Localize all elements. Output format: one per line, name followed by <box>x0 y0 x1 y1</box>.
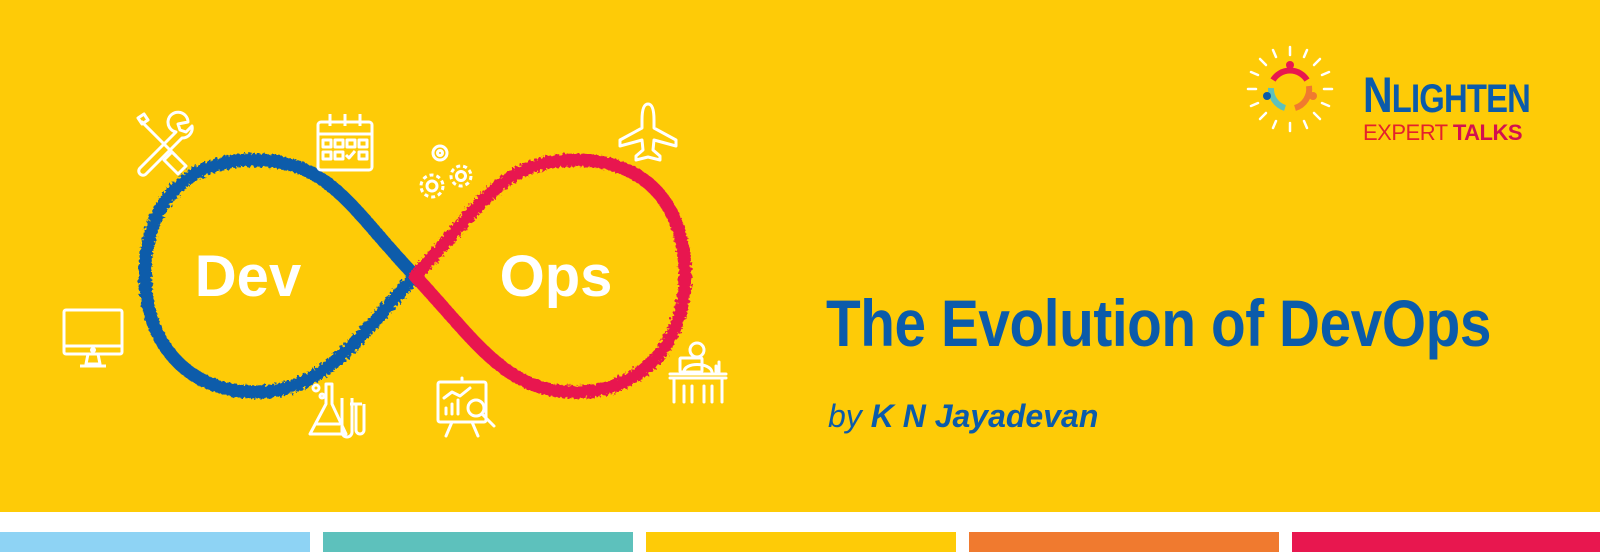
brand-wordmark: NLIGHTEN <box>1363 67 1531 123</box>
gears-icon <box>419 144 473 199</box>
sun-people-icon <box>1246 45 1334 133</box>
calendar-icon <box>316 114 374 172</box>
tools-icon <box>136 110 194 177</box>
devops-infinity-illustration: Dev Ops <box>62 102 728 439</box>
brand-tagline: EXPERT TALKS <box>1363 120 1523 145</box>
analytics-presentation-icon <box>436 376 496 438</box>
ops-label: Ops <box>500 244 613 309</box>
infinity-loop <box>138 153 692 399</box>
stripe-orange <box>969 532 1279 552</box>
lab-flask-icon <box>308 382 366 439</box>
stripe-yellow <box>646 532 956 552</box>
stripe-teal <box>323 532 633 552</box>
monitor-icon <box>62 308 124 368</box>
banner: Dev Ops <box>0 0 1600 512</box>
ops-loop <box>408 153 692 399</box>
airplane-icon <box>618 102 678 162</box>
page-title: The Evolution of DevOps <box>826 286 1491 360</box>
color-stripes <box>0 532 1600 552</box>
byline-prefix: by <box>828 398 871 434</box>
developer-desk-icon <box>668 341 728 404</box>
author-name: K N Jayadevan <box>870 398 1099 434</box>
stripe-pink <box>1292 532 1600 552</box>
dev-loop <box>138 153 422 399</box>
nlighten-logo: NLIGHTEN EXPERT TALKS <box>1246 45 1565 148</box>
byline: by K N Jayadevan <box>828 398 1098 435</box>
stripe-sky-blue <box>0 532 310 552</box>
dev-label: Dev <box>195 244 301 309</box>
